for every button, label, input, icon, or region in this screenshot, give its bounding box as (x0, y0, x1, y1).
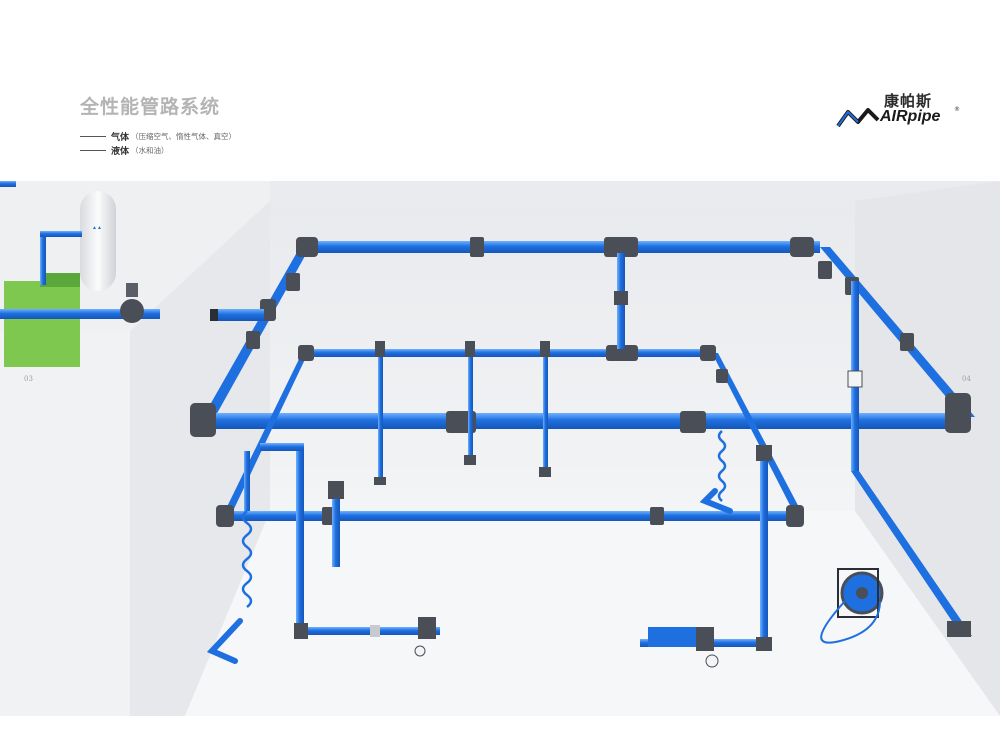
valve-wheel (126, 283, 138, 297)
wall-label-04: 04 (962, 375, 971, 383)
partition-front (0, 331, 130, 716)
compressor-top (40, 273, 80, 287)
tank-riser-pipe (40, 235, 46, 285)
right-wall (855, 181, 1000, 716)
tank-feed-pipe (40, 231, 82, 237)
registered-mark: ® (954, 106, 960, 113)
left-floor-line (260, 443, 440, 657)
drop-fitting (847, 370, 863, 388)
spiral-hose-right (699, 430, 733, 514)
compressor-machine (4, 281, 80, 367)
air-tank (80, 191, 116, 291)
center-drop-fitting (614, 291, 628, 305)
page-title: 全性能管路系统 (80, 96, 221, 118)
wall-label-03: 03 (24, 375, 33, 383)
legend-line (80, 149, 106, 151)
top-feed-pipe (0, 181, 16, 187)
pipe-end-cap (947, 621, 971, 637)
inner-drops (374, 341, 551, 485)
inlet-cap (210, 309, 218, 321)
piping-scene: 03 04 ▲▲ (0, 181, 1000, 716)
legend-item-gas: 气体 （压缩空气、惰性气体、真空） (80, 129, 236, 143)
left-wall (130, 201, 270, 716)
legend: 气体 （压缩空气、惰性气体、真空） 液体 （水和油） (80, 129, 236, 157)
legend-note: （压缩空气、惰性气体、真空） (131, 131, 237, 141)
legend-label: 液体 (111, 146, 130, 157)
inner-ring-fittings (216, 345, 804, 527)
legend-line (80, 135, 106, 137)
legend-note: （水和油） (131, 145, 169, 155)
right-floor-line (640, 445, 772, 668)
logo-english-name: AIRpipe (880, 108, 941, 125)
ring-fittings (190, 237, 971, 437)
legend-item-liquid: 液体 （水和油） (80, 143, 236, 157)
hose-reel (820, 568, 884, 644)
logo-chinese-name: 康帕斯 (884, 92, 933, 110)
legend-label: 气体 (111, 132, 130, 143)
spiral-hose-left (206, 451, 253, 664)
floor (185, 511, 1000, 716)
airpipe-logo-icon (836, 108, 880, 128)
inlet-pipe (214, 309, 264, 321)
right-diagonal-pipe (851, 471, 972, 636)
compressor-pipe (0, 309, 160, 319)
brand-logo: 康帕斯 AIRpipe ® (836, 90, 966, 132)
main-valve (120, 299, 144, 323)
tank-logo: ▲▲ (92, 225, 102, 231)
